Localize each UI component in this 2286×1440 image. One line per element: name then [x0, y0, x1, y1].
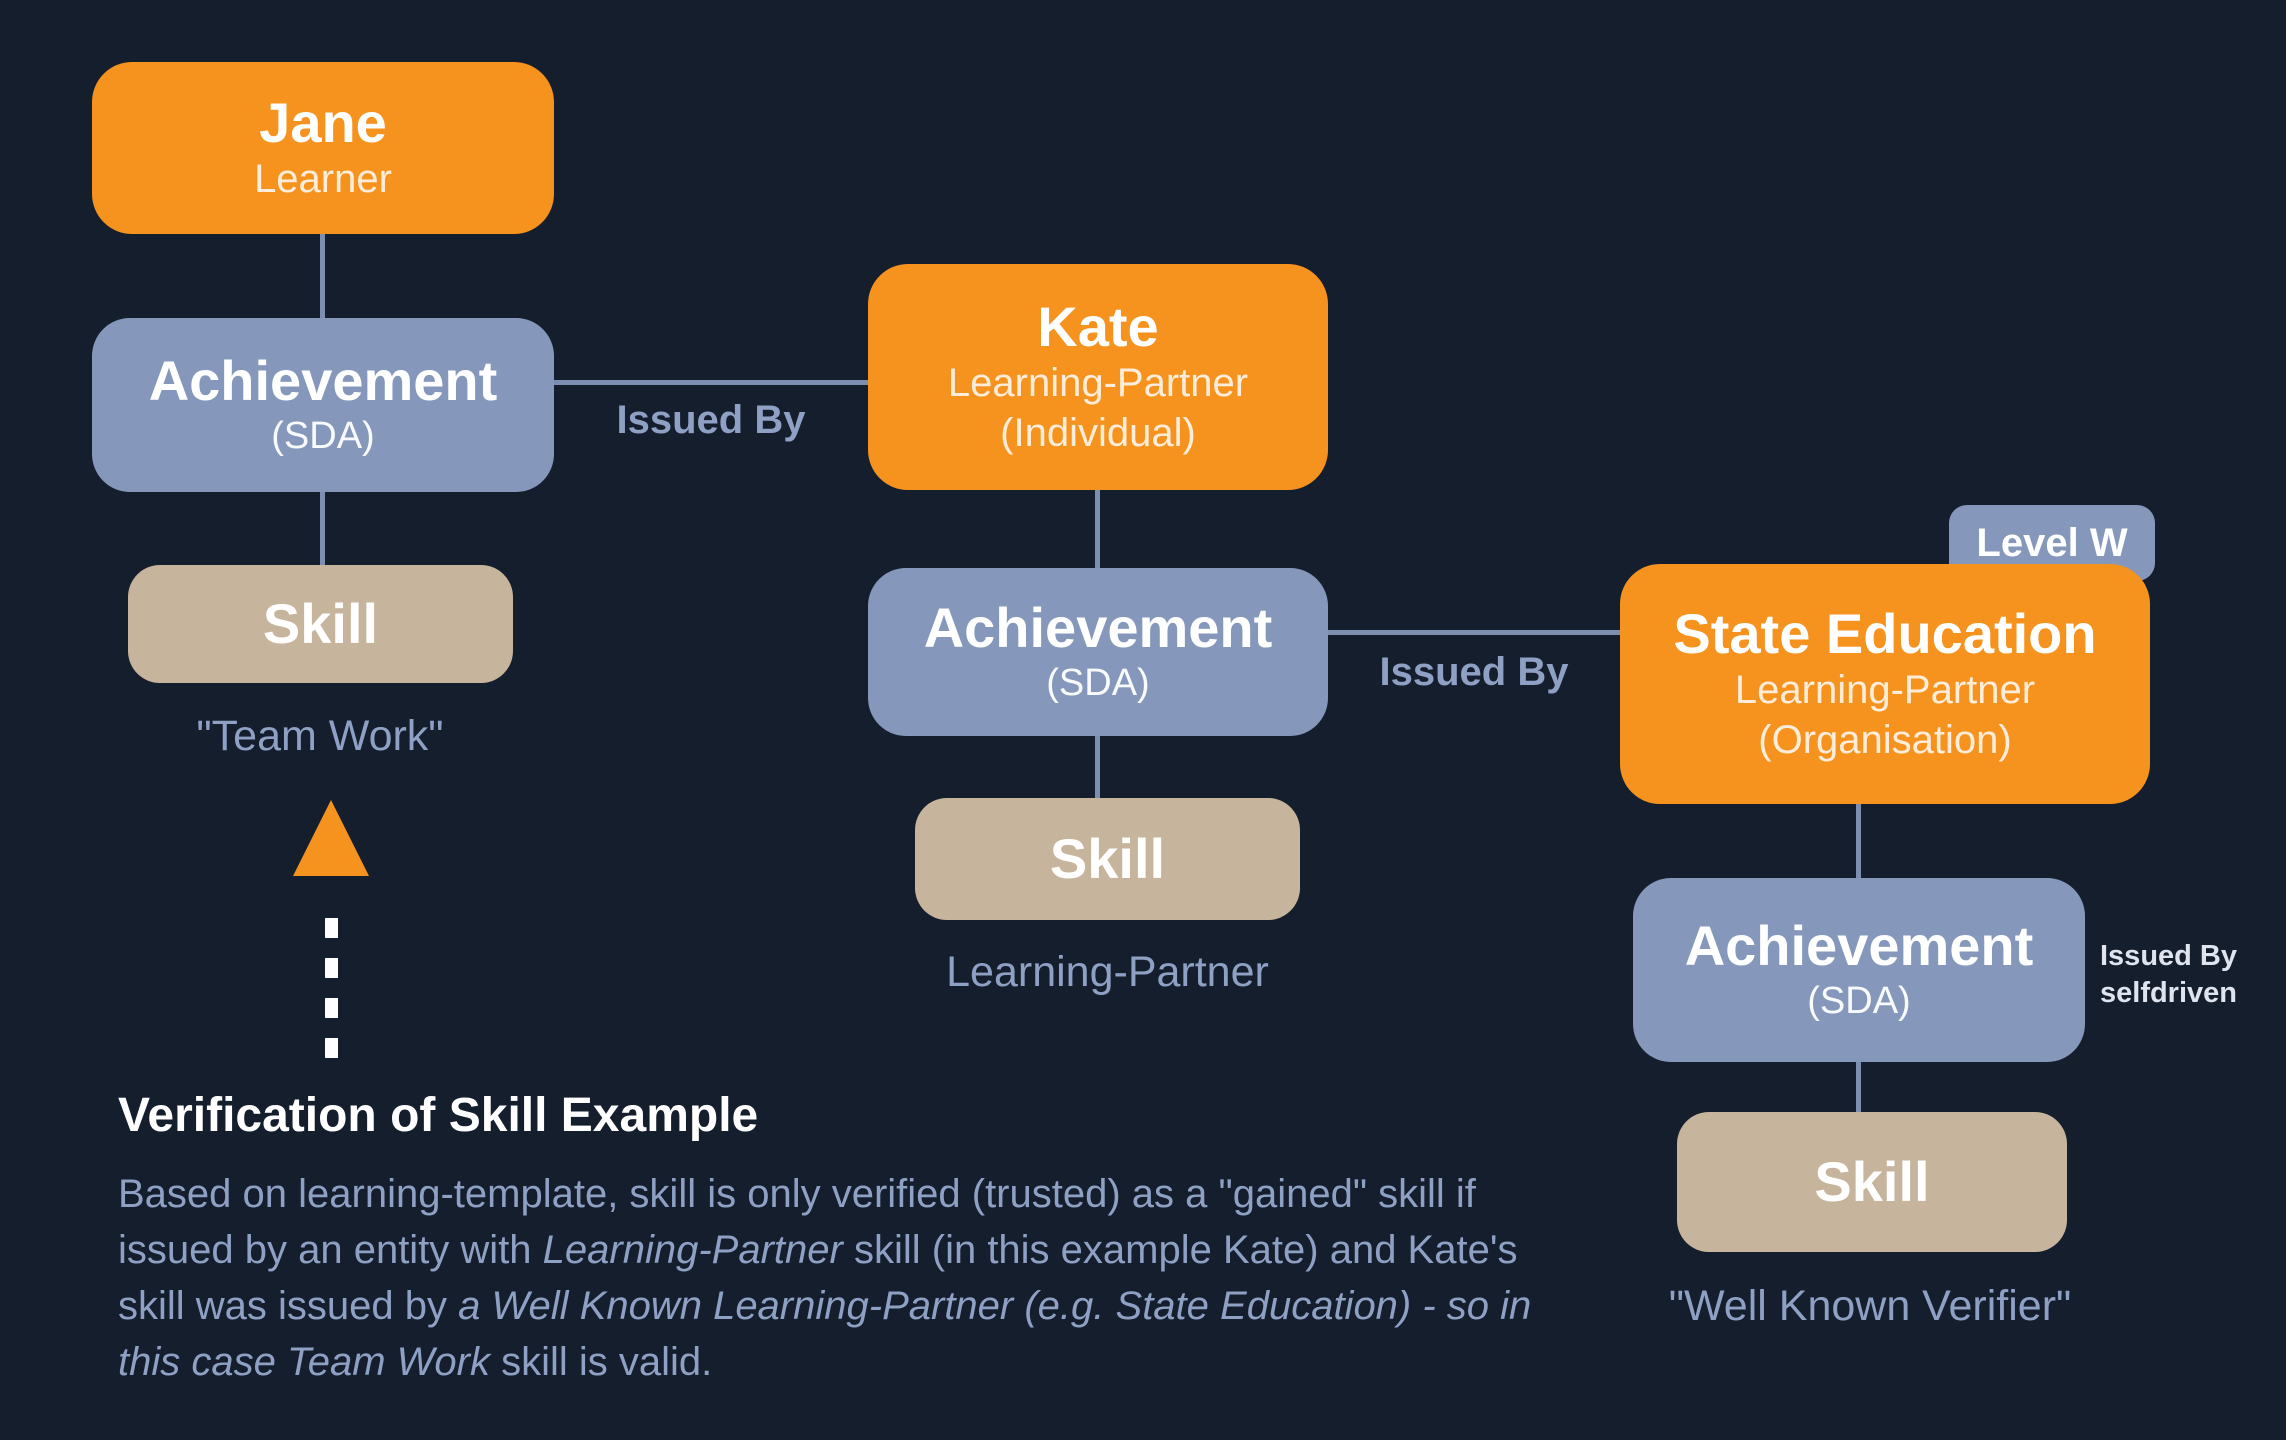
- node-achievement-jane: Achievement (SDA): [92, 318, 554, 492]
- edge-state-achievement: [1856, 804, 1861, 880]
- note-seg3: skill (in this example Kate) and Kate's …: [118, 1228, 1518, 1328]
- node-kate: Kate Learning-Partner (Individual): [868, 264, 1328, 490]
- node-kate-subtitle2: (Individual): [1000, 411, 1196, 456]
- node-achievement-jane-title: Achievement: [148, 348, 498, 412]
- node-jane-title: Jane: [259, 90, 387, 154]
- node-achievement-kate: Achievement (SDA): [868, 568, 1328, 736]
- caption-well-known-verifier: "Well Known Verifier": [1668, 1282, 2072, 1330]
- edge-label-issued-by-state: Issued By: [1379, 650, 1569, 694]
- caption-learning-partner: Learning-Partner: [946, 948, 1269, 996]
- node-kate-subtitle: Learning-Partner: [947, 361, 1249, 406]
- edge-jane-achievement: [320, 234, 325, 320]
- note-heading: Verification of Skill Example: [118, 1089, 759, 1142]
- node-achievement-jane-subtitle: (SDA): [271, 414, 375, 457]
- note-seg5: skill is valid.: [489, 1340, 713, 1384]
- issued-by-selfdriven-line1: Issued By: [2100, 940, 2237, 972]
- edge-achievement-skill-kate: [1095, 736, 1100, 800]
- node-state-education-title: State Education: [1673, 601, 2097, 665]
- issued-by-selfdriven-line2: selfdriven: [2100, 977, 2237, 1010]
- edge-achievement-skill-state: [1856, 1062, 1861, 1114]
- up-arrow-icon: [293, 800, 369, 876]
- note-seg1: Based on learning-template, skill is onl…: [118, 1172, 1476, 1272]
- node-state-education-subtitle2: (Organisation): [1758, 718, 2012, 763]
- note-seg4: a Well Known Learning-Partner (e.g. Stat…: [118, 1284, 1532, 1384]
- node-jane-subtitle: Learner: [254, 157, 392, 202]
- edge-achievement-skill-jane: [320, 492, 325, 567]
- edge-kate-achievement: [1095, 490, 1100, 570]
- node-skill-jane-title: Skill: [262, 591, 379, 655]
- note-body: Based on learning-template, skill is onl…: [118, 1166, 1538, 1390]
- node-state-education: State Education Learning-Partner (Organi…: [1620, 564, 2150, 804]
- issued-by-selfdriven-label: Issued By selfdriven: [2100, 938, 2237, 1012]
- node-skill-state-title: Skill: [1814, 1149, 1930, 1213]
- edge-label-issued-by-kate: Issued By: [616, 398, 806, 442]
- node-skill-kate-title: Skill: [1049, 826, 1166, 890]
- node-achievement-kate-subtitle: (SDA): [1046, 661, 1150, 704]
- node-jane: Jane Learner: [92, 62, 554, 234]
- caption-team-work: "Team Work": [196, 712, 444, 760]
- node-skill-state: Skill: [1677, 1112, 2067, 1252]
- node-skill-kate: Skill: [915, 798, 1300, 920]
- node-state-education-subtitle: Learning-Partner: [1734, 668, 2036, 713]
- note-seg2: Learning-Partner: [542, 1228, 843, 1272]
- edge-achievement-kate: [554, 380, 870, 385]
- edge-achievement-state-education: [1328, 630, 1622, 635]
- node-skill-jane: Skill: [128, 565, 513, 683]
- dashed-line: [325, 918, 338, 1060]
- node-achievement-kate-title: Achievement: [923, 595, 1273, 659]
- node-achievement-state: Achievement (SDA): [1633, 878, 2085, 1062]
- node-kate-title: Kate: [1037, 294, 1159, 358]
- node-achievement-state-subtitle: (SDA): [1807, 979, 1911, 1022]
- node-achievement-state-title: Achievement: [1684, 913, 2034, 977]
